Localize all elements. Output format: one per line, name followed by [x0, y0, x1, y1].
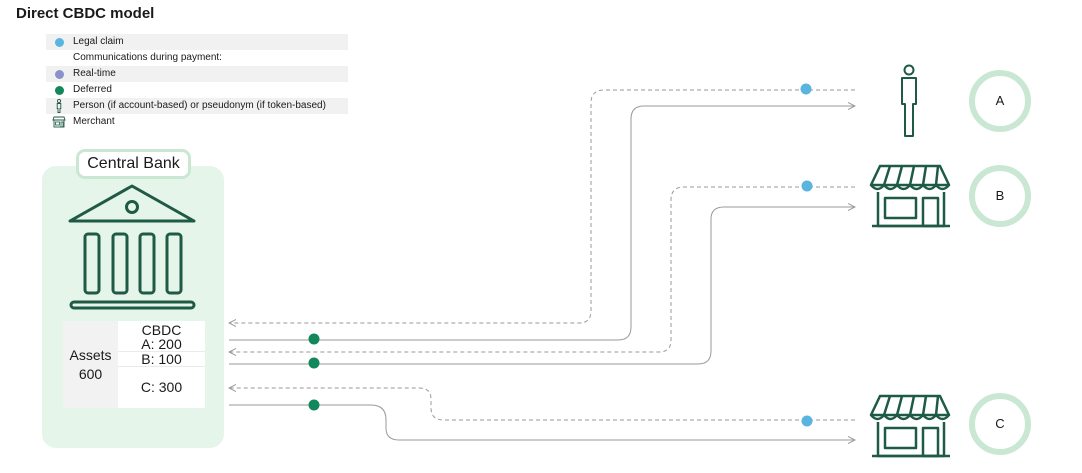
cbdc-holding-a: A: 200	[141, 336, 182, 352]
deferred-dot-a	[308, 333, 320, 345]
legend-item-communications: Communications during payment:	[73, 52, 222, 63]
legal-claim-dot-b	[801, 180, 813, 192]
party-c-ring	[969, 393, 1031, 455]
legal-claim-dot-icon	[54, 37, 64, 47]
deferred-dot-b	[308, 357, 320, 369]
real-time-dot-icon	[54, 69, 64, 79]
cbdc-label: CBDC	[141, 322, 182, 338]
cbdc-holding-c: C: 300	[140, 379, 183, 395]
party-c-label: C	[995, 416, 1005, 431]
shop-c-icon	[869, 394, 951, 458]
party-b-ring	[969, 165, 1031, 227]
bank-building-icon	[68, 184, 196, 310]
deferred-dot-icon	[54, 85, 64, 95]
payment-line-b	[229, 207, 855, 365]
legal-claim-dot-c	[801, 415, 813, 427]
person-a-icon	[901, 64, 917, 137]
legend-item-real-time: Real-time	[46, 66, 348, 82]
assets-value: 600	[78, 365, 103, 382]
legend-item-legal-claim: Legal claim	[46, 34, 348, 50]
shop-icon	[52, 116, 66, 128]
legal-claim-dot-a	[800, 83, 812, 95]
legend-item-person: Person (if account-based) or pseudonym (…	[46, 98, 348, 114]
party-a-label: A	[995, 93, 1005, 108]
cbdc-holding-b: B: 100	[141, 351, 182, 367]
cbdc-box: CBDC A: 200 B: 100 C: 300	[118, 321, 205, 408]
payment-line-c	[229, 404, 855, 440]
deferred-dot-c	[308, 399, 320, 411]
shop-b-icon	[869, 164, 951, 228]
assets-label: Assets	[69, 346, 112, 363]
legend-item-merchant: Merchant	[46, 114, 348, 130]
legal-claim-line-c	[229, 388, 855, 421]
central-bank-label: Central Bank	[76, 149, 191, 179]
legal-claim-line-b	[229, 186, 855, 352]
diagram-title: Direct CBDC model	[16, 5, 155, 22]
payment-line-a	[229, 106, 855, 341]
party-a-ring	[969, 70, 1031, 132]
assets-box: Assets 600	[63, 321, 118, 408]
party-b-label: B	[995, 188, 1005, 203]
legend-item-deferred: Deferred	[46, 82, 348, 98]
person-icon	[56, 99, 62, 113]
